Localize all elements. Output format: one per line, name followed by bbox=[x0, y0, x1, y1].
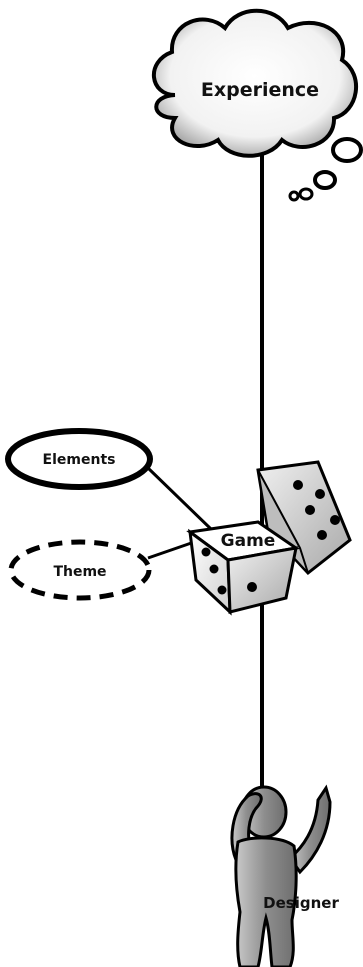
thought-bubble-tiny bbox=[288, 190, 300, 202]
experience-label: Experience bbox=[201, 79, 319, 101]
thought-bubble-small bbox=[298, 187, 314, 201]
designer-label: Designer bbox=[263, 894, 339, 912]
thought-bubbles bbox=[288, 137, 363, 202]
designer-right-arm bbox=[287, 784, 332, 875]
game-label: Game bbox=[221, 531, 276, 551]
elements-label: Elements bbox=[43, 452, 116, 468]
front-die bbox=[186, 520, 300, 616]
elements-ellipse: Elements bbox=[5, 428, 153, 490]
dice-icon: Game bbox=[186, 460, 352, 616]
theme-ellipse: Theme bbox=[8, 539, 152, 601]
thought-bubble-large bbox=[331, 137, 363, 163]
thought-bubble-medium bbox=[313, 170, 337, 190]
theme-label: Theme bbox=[53, 564, 106, 580]
experience-cloud: Experience bbox=[152, 8, 359, 158]
designer-body bbox=[234, 836, 298, 967]
designer-figure: Designer bbox=[230, 784, 339, 967]
elements-connector-line bbox=[146, 466, 214, 532]
